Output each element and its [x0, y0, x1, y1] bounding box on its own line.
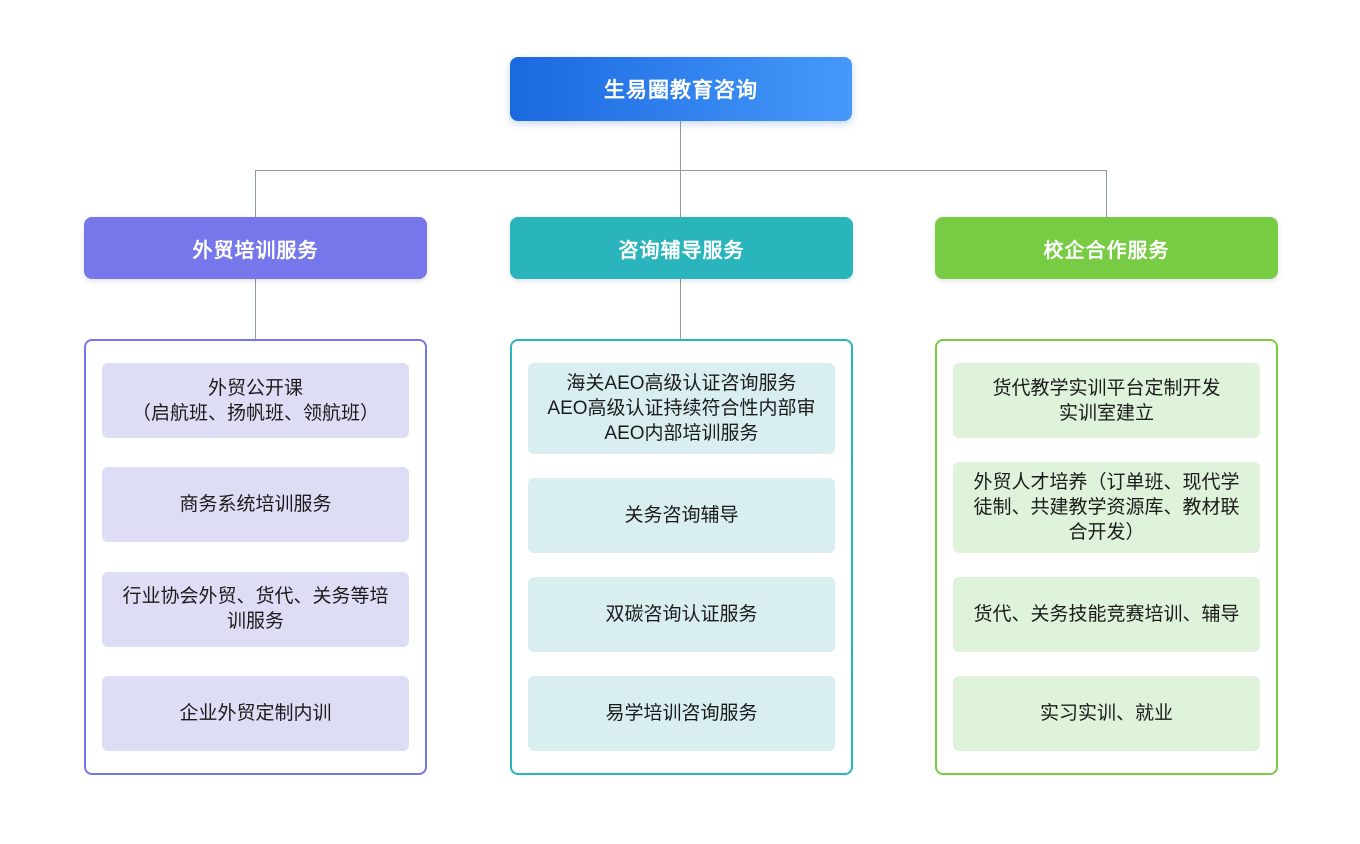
branch-header-school-enterprise-cooperation: 校企合作服务 — [935, 217, 1278, 279]
branch-container-school-enterprise-cooperation: 货代教学实训平台定制开发 实训室建立 外贸人才培养（订单班、现代学徒制、共建教学… — [935, 339, 1278, 775]
branch-header-label: 咨询辅导服务 — [618, 239, 745, 262]
service-item: 外贸公开课 （启航班、扬帆班、领航班） — [102, 363, 409, 438]
service-item: 实习实训、就业 — [953, 676, 1260, 751]
connector-horizontal-main — [255, 170, 1107, 171]
connector-drop-branch-3 — [1106, 170, 1107, 217]
root-node: 生易圈教育咨询 — [510, 57, 852, 121]
service-item: 海关AEO高级认证咨询服务 AEO高级认证持续符合性内部审 AEO内部培训服务 — [528, 363, 835, 454]
branch-container-consulting-coaching: 海关AEO高级认证咨询服务 AEO高级认证持续符合性内部审 AEO内部培训服务 … — [510, 339, 853, 775]
root-node-label: 生易圈教育咨询 — [604, 79, 758, 102]
branch-header-label: 外贸培训服务 — [192, 239, 319, 262]
service-item: 商务系统培训服务 — [102, 467, 409, 543]
connector-drop-branch-2 — [680, 170, 681, 217]
connector-sub-branch-2 — [680, 279, 681, 339]
connector-drop-branch-1 — [255, 170, 256, 217]
service-item: 企业外贸定制内训 — [102, 675, 409, 751]
service-item: 外贸人才培养（订单班、现代学徒制、共建教学资源库、教材联合开发） — [953, 462, 1260, 553]
service-item: 双碳咨询认证服务 — [528, 577, 835, 652]
service-item: 货代教学实训平台定制开发 实训室建立 — [953, 363, 1260, 438]
service-item: 关务咨询辅导 — [528, 478, 835, 553]
branch-container-foreign-trade-training: 外贸公开课 （启航班、扬帆班、领航班） 商务系统培训服务 行业协会外贸、货代、关… — [84, 339, 427, 775]
service-item: 行业协会外贸、货代、关务等培训服务 — [102, 571, 409, 647]
branch-header-consulting-coaching: 咨询辅导服务 — [510, 217, 853, 279]
service-item: 易学培训咨询服务 — [528, 676, 835, 751]
connector-root-vertical — [680, 121, 681, 170]
connector-sub-branch-1 — [255, 279, 256, 339]
branch-header-foreign-trade-training: 外贸培训服务 — [84, 217, 427, 279]
branch-header-label: 校企合作服务 — [1043, 239, 1170, 262]
service-item: 货代、关务技能竞赛培训、辅导 — [953, 577, 1260, 652]
